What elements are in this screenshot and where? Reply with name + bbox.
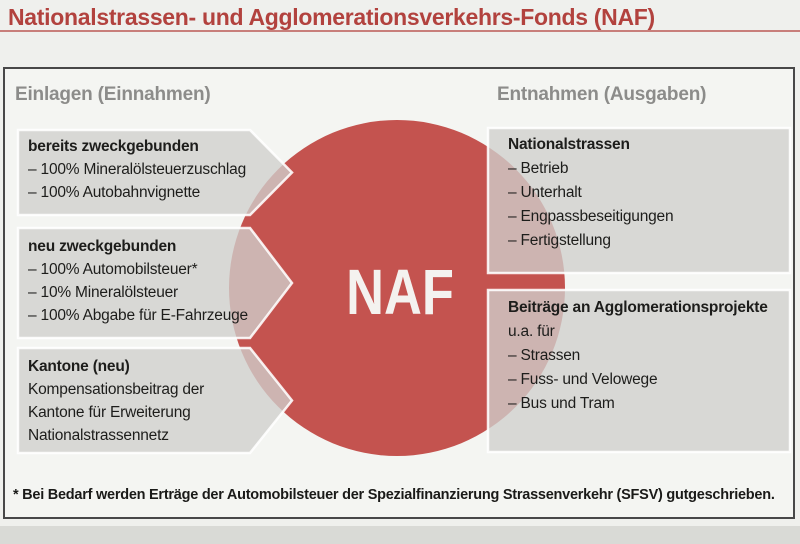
outflow-column-header: Entnahmen (Ausgaben) — [497, 84, 707, 105]
outflow-box-2 — [486, 288, 792, 454]
outflow-item: – Fuss- und Velowege — [508, 371, 658, 388]
outflow-item: – Unterhalt — [508, 184, 582, 201]
inflow-title: bereits zweckgebunden — [28, 138, 199, 155]
inflow-block-kantone: Kantone (neu) Kompensationsbeitrag der K… — [28, 355, 228, 447]
inflow-title: Kantone (neu) — [28, 358, 130, 375]
inflow-item: – 10% Mineralölsteuer — [28, 284, 179, 301]
inflow-item: – 100% Automobilsteuer* — [28, 261, 198, 278]
inflow-column-header: Einlagen (Einnahmen) — [15, 84, 211, 105]
inflow-block-bereits-zweckgebunden: bereits zweckgebunden – 100% Mineralölst… — [28, 135, 258, 204]
inflow-arrow-1 — [16, 128, 294, 217]
outflow-title: Beiträge an Agglomerationsprojekte — [508, 299, 768, 316]
naf-label: NAF — [346, 256, 454, 328]
inflow-block-neu-zweckgebunden: neu zweckgebunden – 100% Automobilsteuer… — [28, 235, 258, 327]
outflow-box-1 — [486, 126, 792, 275]
footnote: * Bei Bedarf werden Erträge der Automobi… — [13, 487, 775, 503]
inflow-arrow-2 — [16, 226, 294, 340]
inflow-item: – 100% Autobahnvignette — [28, 184, 201, 201]
outflow-block-agglomerationsprojekte: Beiträge an Agglomerationsprojekte u.a. … — [508, 296, 786, 416]
outflow-block-nationalstrassen: Nationalstrassen – Betrieb – Unterhalt –… — [508, 133, 786, 253]
naf-flow-diagram — [16, 120, 792, 456]
outflow-item: – Fertigstellung — [508, 232, 611, 249]
inflow-item: – 100% Abgabe für E-Fahrzeuge — [28, 307, 248, 324]
bottom-strip — [0, 526, 800, 544]
inflow-arrow-3 — [16, 346, 294, 455]
title-underline — [0, 30, 800, 32]
diagram-panel: Einlagen (Einnahmen) Entnahmen (Ausgaben… — [3, 67, 795, 519]
outflow-item: – Bus und Tram — [508, 395, 615, 412]
outflow-item: – Betrieb — [508, 160, 569, 177]
inflow-item: Kompensationsbeitrag der Kantone für Erw… — [28, 381, 205, 444]
naf-fund-circle — [229, 120, 565, 456]
outflow-item: – Strassen — [508, 347, 581, 364]
outflow-title: Nationalstrassen — [508, 136, 630, 153]
outflow-item: – Engpassbeseitigungen — [508, 208, 674, 225]
inflow-item: – 100% Mineralölsteuerzuschlag — [28, 161, 247, 178]
inflow-title: neu zweckgebunden — [28, 238, 177, 255]
page-title: Nationalstrassen- und Agglomerationsverk… — [8, 4, 655, 30]
outflow-item: u.a. für — [508, 323, 555, 340]
